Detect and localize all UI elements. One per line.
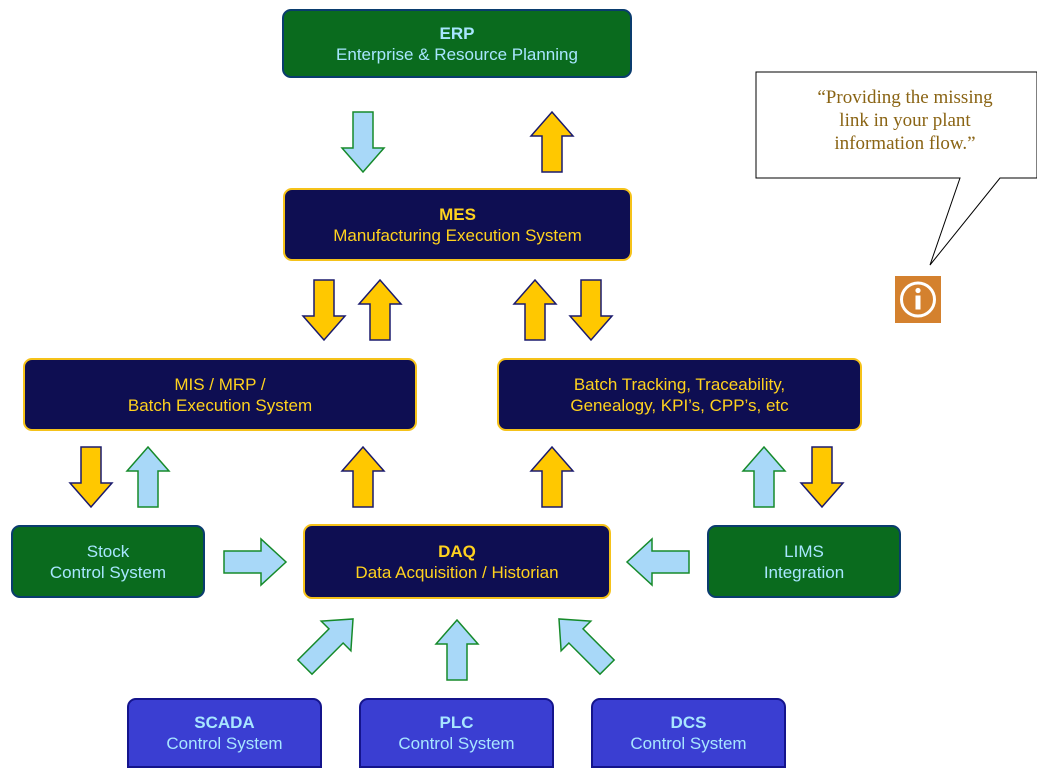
callout-text: “Providing the missing link in your plan… (770, 86, 1037, 155)
arrow-mis-to-mes (358, 279, 402, 341)
erp-title: ERP (439, 23, 475, 43)
plc-title: PLC (439, 713, 474, 732)
arrow-batch-to-lims (800, 446, 844, 508)
lims-line1: LIMS (784, 541, 824, 561)
arrow-lims-to-batch (742, 446, 786, 508)
dcs-box: DCS Control System (591, 698, 786, 768)
stock-box: Stock Control System (11, 525, 205, 598)
arrow-scada-to-daq (296, 618, 354, 676)
stock-line1: Stock (86, 541, 130, 561)
dcs-subtitle: Control System (630, 734, 747, 753)
daq-box: DAQ Data Acquisition / Historian (303, 524, 611, 599)
batch-line1: Batch Tracking, Traceability, (573, 374, 786, 394)
daq-title: DAQ (438, 541, 476, 561)
arrow-mes-to-batch (569, 279, 613, 341)
callout-line3: information flow.” (834, 133, 976, 154)
lims-line2: Integration (763, 562, 845, 582)
lims-box: LIMS Integration (707, 525, 901, 598)
plc-box: PLC Control System (359, 698, 554, 768)
arrow-mis-to-stock (69, 446, 113, 508)
mes-title: MES (439, 204, 476, 224)
arrow-dcs-to-daq (558, 618, 616, 676)
arrow-mes-to-mis (302, 279, 346, 341)
batch-tracking-box: Batch Tracking, Traceability, Genealogy,… (497, 358, 862, 431)
mes-box: MES Manufacturing Execution System (283, 188, 632, 261)
mis-box: MIS / MRP / Batch Execution System (23, 358, 417, 431)
scada-subtitle: Control System (166, 734, 283, 753)
mis-line1: MIS / MRP / (174, 374, 266, 394)
plc-subtitle: Control System (398, 734, 515, 753)
arrow-mes-to-erp (530, 111, 574, 173)
callout-bubble (755, 71, 1037, 266)
arrow-batch-to-mes (513, 279, 557, 341)
batch-line2: Genealogy, KPI’s, CPP’s, etc (570, 395, 789, 415)
arrow-daq-to-batch (530, 446, 574, 508)
callout-line1: “Providing the missing (817, 87, 993, 108)
arrow-stock-to-mis (126, 446, 170, 508)
arrow-daq-to-mis (341, 446, 385, 508)
arrow-lims-to-daq (625, 537, 690, 587)
scada-box: SCADA Control System (127, 698, 322, 768)
stock-line2: Control System (49, 562, 167, 582)
scada-title: SCADA (194, 713, 255, 732)
erp-subtitle: Enterprise & Resource Planning (336, 44, 578, 64)
callout-line2: link in your plant (839, 110, 971, 131)
arrow-plc-to-daq (435, 619, 479, 681)
daq-subtitle: Data Acquisition / Historian (355, 562, 559, 582)
erp-box: ERP Enterprise & Resource Planning (282, 9, 632, 78)
arrow-erp-to-mes (341, 111, 385, 173)
dcs-title: DCS (670, 713, 707, 732)
mis-line2: Batch Execution System (127, 395, 313, 415)
info-icon[interactable] (895, 276, 941, 323)
mes-subtitle: Manufacturing Execution System (333, 225, 582, 245)
